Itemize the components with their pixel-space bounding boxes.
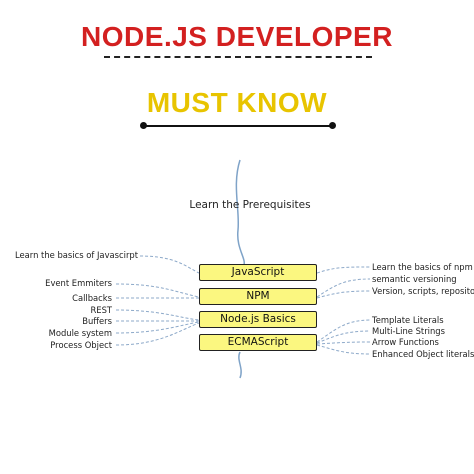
leaf-left: Event Emmiters — [45, 278, 112, 288]
connector-right-2 — [316, 278, 371, 298]
node-javascript: JavaScript — [199, 264, 317, 281]
connector-right-7 — [316, 344, 371, 355]
leaf-right: Version, scripts, repository — [372, 286, 474, 296]
leaf-left: Buffers — [82, 316, 112, 326]
subtitle-underline — [146, 125, 332, 127]
root-topic: Learn the Prerequisites — [189, 199, 311, 211]
connector-right-4 — [316, 319, 371, 343]
leaf-right: semantic versioning — [372, 274, 457, 284]
trunk-bottom — [238, 351, 242, 379]
connector-left-6 — [115, 321, 200, 334]
leaf-left: Learn the basics of Javascirpt — [14, 250, 138, 260]
connector-right-6 — [316, 341, 371, 345]
leaf-left: Process Object — [50, 340, 112, 350]
title-underline — [104, 56, 372, 58]
leaf-right: Arrow Functions — [372, 337, 439, 347]
node-nodejs-basics: Node.js Basics — [199, 311, 317, 328]
connector-left-1 — [139, 255, 200, 274]
leaf-right: Multi-Line Strings — [372, 326, 445, 336]
connector-left-2 — [115, 283, 200, 298]
subtitle-line-end-dot — [329, 122, 336, 129]
connector-right-1 — [316, 266, 371, 274]
page-title: NODE.JS DEVELOPER — [81, 21, 393, 52]
connector-left-4 — [115, 309, 200, 321]
leaf-right: Enhanced Object literals — [372, 349, 474, 359]
subtitle-line-start-dot — [140, 122, 147, 129]
leaf-left: Module system — [48, 328, 112, 338]
page-subtitle: MUST KNOW — [146, 87, 328, 118]
connector-right-3 — [316, 290, 371, 299]
leaf-right: Learn the basics of npm — [372, 262, 473, 272]
node-npm: NPM — [199, 288, 317, 305]
connector-right-5 — [316, 330, 371, 344]
leaf-right: Template Literals — [372, 315, 444, 325]
leaf-left: REST — [90, 305, 112, 315]
leaf-left: Callbacks — [72, 293, 112, 303]
trunk-top — [235, 159, 245, 266]
connector-left-7 — [115, 322, 200, 346]
node-ecmascript: ECMAScript — [199, 334, 317, 351]
